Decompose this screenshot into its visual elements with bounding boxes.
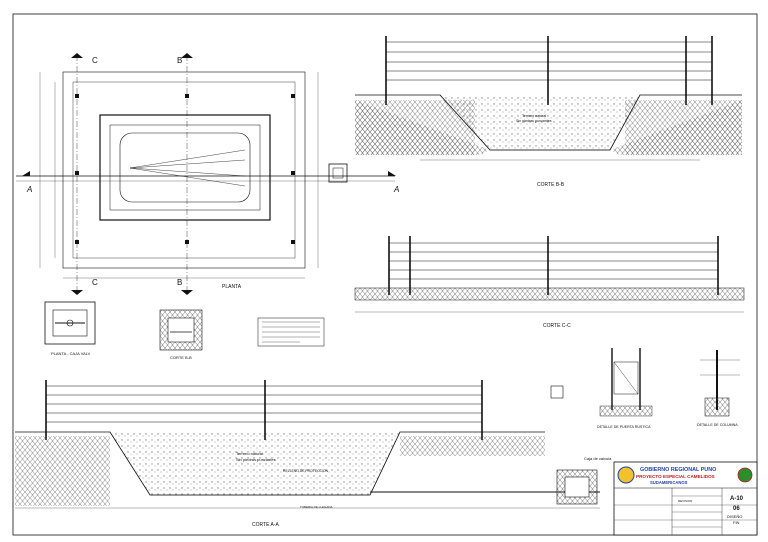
- status-label-2: FIN: [733, 520, 740, 525]
- title-block: [613, 461, 758, 536]
- detail-caja-corte: [159, 309, 203, 351]
- sheet-code: A-10: [730, 496, 744, 502]
- sin-piedras-label: Sin piedras punzantes: [236, 457, 276, 462]
- caja-plan-label: PLANTA - CAJA VALV: [51, 351, 91, 356]
- marker-a-right: A: [393, 185, 399, 194]
- caja-valvula-label: Caja de valvula: [584, 456, 612, 461]
- plan-view: [16, 53, 396, 295]
- tuberia-label: TUBERIA DE LLEGADA: [300, 505, 333, 509]
- status-label: DISEÑO: [727, 514, 742, 519]
- notes-lines: [262, 321, 320, 343]
- regional-logo: [617, 466, 635, 484]
- revision-label: REVISION: [678, 499, 692, 503]
- detail-puerta: [599, 348, 653, 417]
- sheet-frame: [12, 13, 758, 536]
- marker-b-top: B: [177, 56, 182, 65]
- marker-c-bottom: C: [92, 278, 98, 287]
- project-logo: [737, 467, 753, 483]
- terreno-label: Terreno natural: [236, 451, 263, 456]
- marker-c-top: C: [92, 56, 98, 65]
- relleno-label: RELLENO DE PROTECCION: [283, 469, 329, 473]
- caja-corte-label: CORTE B-B: [170, 355, 192, 360]
- sheet-number: 06: [733, 506, 740, 512]
- corte-aa-label: CORTE A-A: [252, 522, 280, 528]
- org-line-2: PROYECTO ESPECIAL CAMELIDOS: [636, 474, 715, 479]
- section-cc: [354, 236, 745, 313]
- marker-b-bottom: B: [177, 278, 182, 287]
- detalle-puerta-label: DETALLE DE PUERTA RUSTICA: [597, 425, 651, 429]
- section-aa: [15, 380, 600, 509]
- sin-piedras-label-bb: Sin piedras punzantes: [516, 119, 552, 123]
- plan-title: PLANTA: [222, 284, 242, 290]
- corte-bb-label: CORTE B-B: [537, 182, 565, 188]
- section-bb: [355, 36, 742, 161]
- detalle-columna-label: DETALLE DE COLUMNA: [697, 423, 738, 427]
- org-line-3: SUDAMERICANOS: [650, 480, 688, 485]
- detail-columna: [700, 350, 740, 417]
- mini-detail: [550, 385, 564, 399]
- org-line-1: GOBIERNO REGIONAL PUNO: [640, 467, 716, 473]
- marker-a-left: A: [26, 185, 32, 194]
- corte-cc-label: CORTE C-C: [543, 323, 571, 329]
- terreno-label-bb: Terreno natural: [522, 114, 546, 118]
- notes-box: [257, 317, 325, 347]
- detail-caja-plan: [44, 301, 96, 345]
